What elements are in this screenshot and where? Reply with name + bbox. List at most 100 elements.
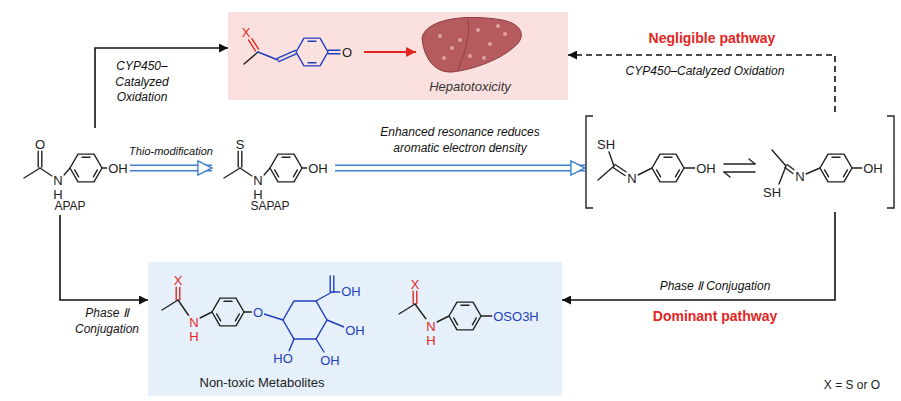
bond	[332, 291, 340, 292]
bond	[244, 52, 258, 64]
bond	[277, 50, 295, 58]
bond	[684, 167, 695, 168]
connector-group	[95, 48, 228, 128]
compound-name: SAPAP	[249, 200, 290, 212]
liver-spot	[476, 28, 480, 32]
bond	[724, 171, 755, 172]
ring	[820, 154, 852, 182]
bond	[461, 304, 469, 305]
bond	[779, 166, 786, 184]
bond	[416, 291, 417, 304]
bond	[328, 53, 340, 54]
bond	[437, 316, 449, 322]
atom-label: H	[252, 188, 263, 201]
connector-group	[335, 168, 585, 169]
bond	[832, 156, 840, 157]
atom-label: OH	[340, 285, 362, 298]
bond	[806, 168, 820, 174]
hollow-arrow	[130, 166, 212, 170]
atom-label: OH	[107, 162, 129, 175]
bond	[237, 151, 238, 167]
toxicity-panel: HepatotoxicityXO	[228, 12, 568, 100]
bond	[308, 62, 316, 63]
structure-group	[399, 291, 492, 330]
structure-group	[244, 38, 340, 66]
liver-spot	[442, 56, 446, 60]
bond	[852, 167, 862, 168]
atom-label: OH	[307, 162, 329, 175]
liver-spot	[458, 38, 462, 42]
bond	[289, 339, 294, 351]
bond	[664, 156, 672, 157]
bond	[293, 170, 297, 177]
flow-arrow	[95, 48, 228, 128]
atom-label: HO	[272, 352, 294, 365]
legend-note: X = S or O	[824, 378, 880, 394]
bond	[609, 152, 614, 166]
bond	[240, 168, 252, 176]
structure-group	[364, 17, 521, 72]
red-arrow	[364, 51, 416, 53]
bond	[275, 170, 279, 177]
bond	[302, 167, 307, 168]
bond	[328, 50, 340, 51]
bracket	[887, 116, 894, 208]
bond	[41, 151, 42, 167]
bond	[93, 170, 97, 177]
bond	[82, 156, 90, 157]
liver-spot	[468, 54, 472, 58]
bond	[333, 276, 334, 292]
hollow-arrow-outline	[335, 165, 585, 172]
hollow-arrow	[335, 166, 585, 170]
liver-spot	[503, 32, 507, 36]
edge-label: CYP450–Catalyzed Oxidation	[600, 64, 810, 80]
bond	[825, 170, 829, 177]
ring	[70, 154, 102, 182]
sapap-structure: S NH OH SAPAP	[212, 128, 335, 215]
bond	[40, 168, 52, 176]
bond	[330, 276, 331, 292]
bond	[675, 170, 679, 177]
bond	[613, 167, 625, 175]
bond	[724, 172, 730, 177]
bond	[264, 168, 270, 175]
pathway-note: Negligible pathway	[649, 29, 776, 47]
ring	[652, 154, 684, 182]
bond	[481, 315, 492, 316]
liver-spot	[496, 24, 500, 28]
bond	[316, 292, 332, 301]
liver-spot	[438, 34, 442, 38]
bond	[64, 168, 70, 175]
bond	[241, 151, 242, 167]
connector-group	[130, 168, 212, 169]
atom-label: H	[425, 334, 436, 347]
edge-label: Enhanced resonance reduces aromatic elec…	[365, 125, 555, 156]
atom-label: N	[794, 170, 805, 183]
bond	[282, 156, 290, 157]
atom-label: S	[235, 138, 246, 151]
bond	[75, 170, 79, 177]
liver-lobe-line	[458, 20, 469, 70]
bond	[175, 287, 176, 300]
bond	[200, 312, 212, 318]
atom-label: N	[626, 172, 637, 185]
quinone-imine-structure: XO	[236, 20, 360, 76]
bond	[264, 314, 283, 320]
atom-label: O	[34, 138, 46, 151]
flow-arrow	[562, 212, 835, 300]
bond	[772, 150, 786, 166]
bond	[724, 163, 755, 164]
pathway-note: Dominant pathway	[653, 307, 777, 325]
structure-group	[162, 276, 344, 352]
edge-label: CYP450– Catalyzed Oxidation	[102, 59, 182, 106]
glucuronide-structure: XNHOOHHOOHOH	[152, 268, 372, 368]
flow-arrow	[60, 215, 148, 300]
bond	[615, 165, 627, 173]
bond	[657, 170, 661, 177]
bond	[415, 304, 426, 319]
atom-label: X	[410, 278, 421, 291]
bond	[179, 287, 180, 300]
bond	[316, 339, 324, 352]
atom-label: N	[252, 174, 263, 187]
